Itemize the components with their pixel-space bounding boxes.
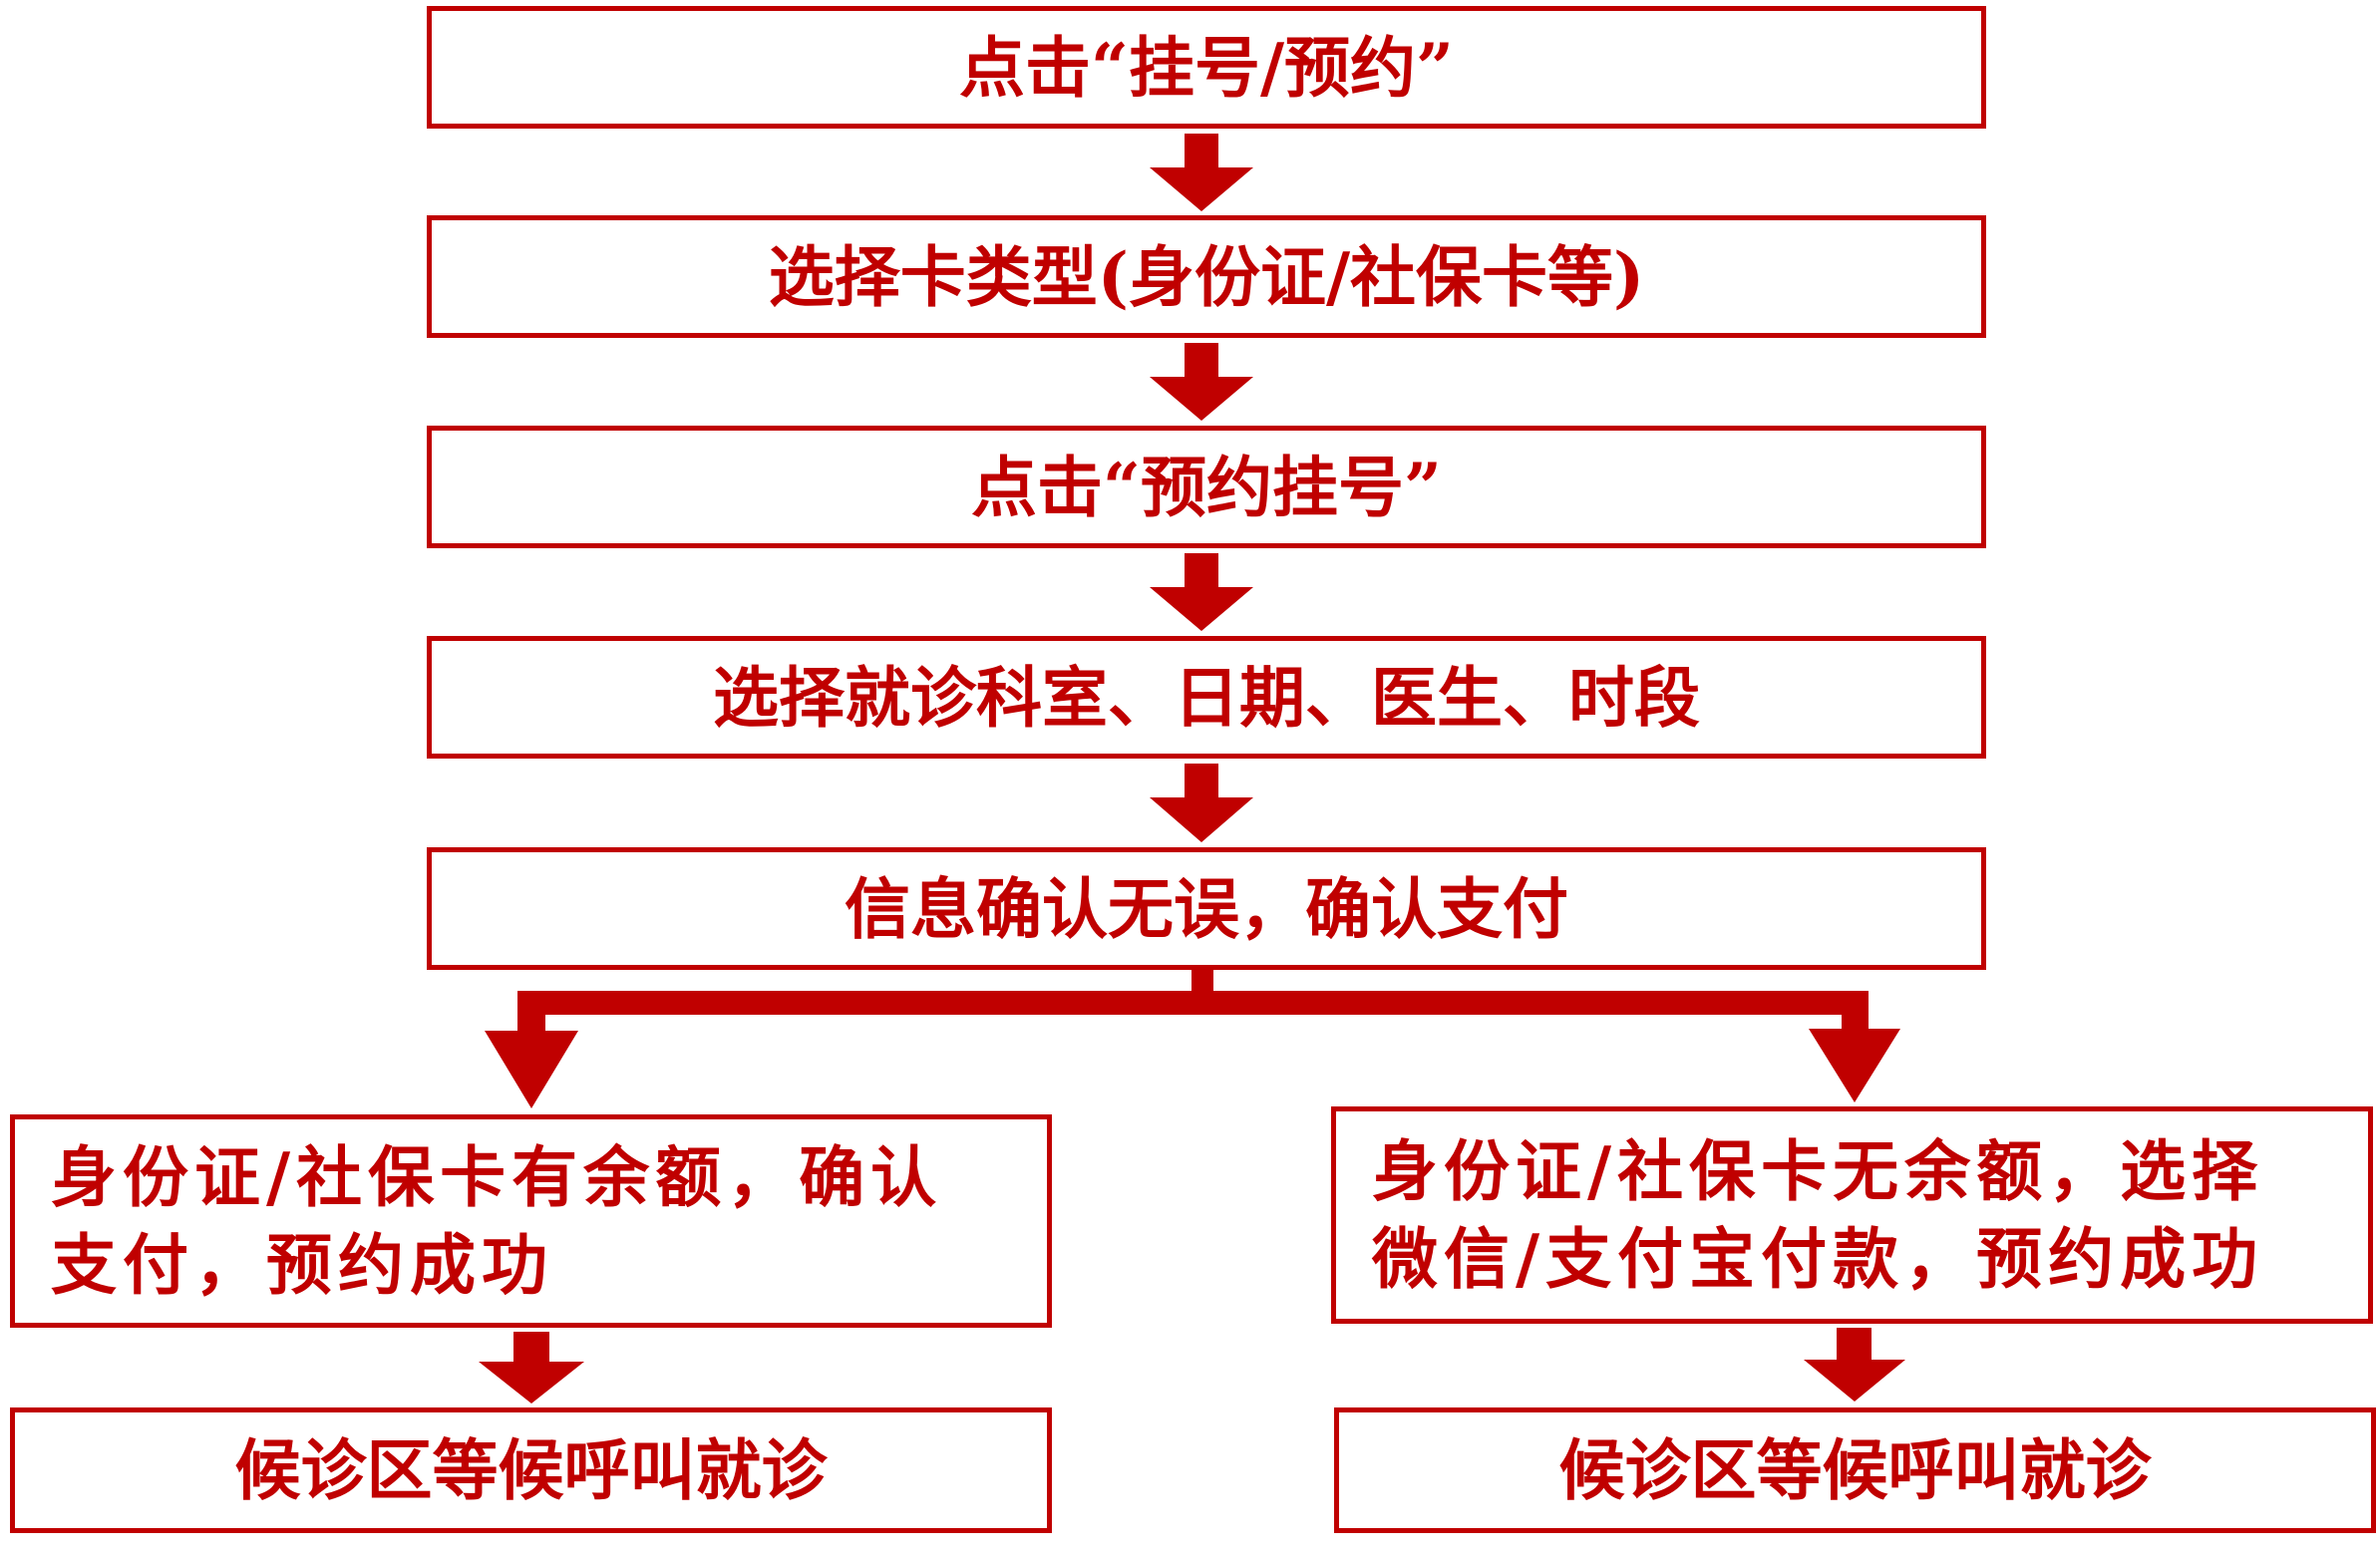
- step-2-label: 选择卡类型(身份证/社保卡等): [768, 237, 1645, 316]
- branch-right-line1: 身份证/社保卡无余额，选择: [1372, 1132, 2264, 1210]
- arrow-down-1: [1150, 134, 1253, 211]
- step-select-card-type: 选择卡类型(身份证/社保卡等): [427, 215, 1986, 338]
- arrow-branch-right: [1809, 991, 1900, 1102]
- branch-left-line2: 支付，预约成功: [51, 1226, 553, 1304]
- split-stem: [1191, 970, 1213, 996]
- branch-right-line2: 微信/支付宝付款，预约成功: [1372, 1220, 2264, 1298]
- branch-has-balance: 身份证/社保卡有余额，确认 支付，预约成功: [10, 1114, 1052, 1328]
- step-5-label: 信息确认无误，确认支付: [845, 869, 1568, 948]
- step-click-appointment: 点击“预约挂号”: [427, 426, 1986, 548]
- arrow-down-right-end: [1804, 1328, 1905, 1401]
- end-right-label: 候诊区等候呼叫就诊: [1558, 1431, 2152, 1509]
- arrow-down-3: [1150, 553, 1253, 631]
- branch-no-balance: 身份证/社保卡无余额，选择 微信/支付宝付款，预约成功: [1331, 1106, 2373, 1324]
- step-select-department-date-doctor: 选择就诊科室、日期、医生、时段: [427, 636, 1986, 759]
- branch-left-line1: 身份证/社保卡有余额，确认: [51, 1138, 943, 1216]
- arrow-down-4: [1150, 764, 1253, 842]
- arrow-down-2: [1150, 343, 1253, 421]
- split-bar: [517, 991, 1867, 1015]
- end-left-label: 候诊区等候呼叫就诊: [234, 1431, 828, 1509]
- end-wait-left: 候诊区等候呼叫就诊: [10, 1407, 1052, 1533]
- arrow-branch-left: [485, 991, 578, 1108]
- arrow-down-left-end: [479, 1332, 584, 1403]
- step-1-label: 点击“挂号/预约”: [958, 28, 1455, 107]
- step-4-label: 选择就诊科室、日期、医生、时段: [713, 658, 1700, 737]
- step-confirm-payment: 信息确认无误，确认支付: [427, 847, 1986, 970]
- step-click-register: 点击“挂号/预约”: [427, 6, 1986, 129]
- end-wait-right: 候诊区等候呼叫就诊: [1334, 1407, 2376, 1533]
- step-3-label: 点击“预约挂号”: [971, 448, 1442, 526]
